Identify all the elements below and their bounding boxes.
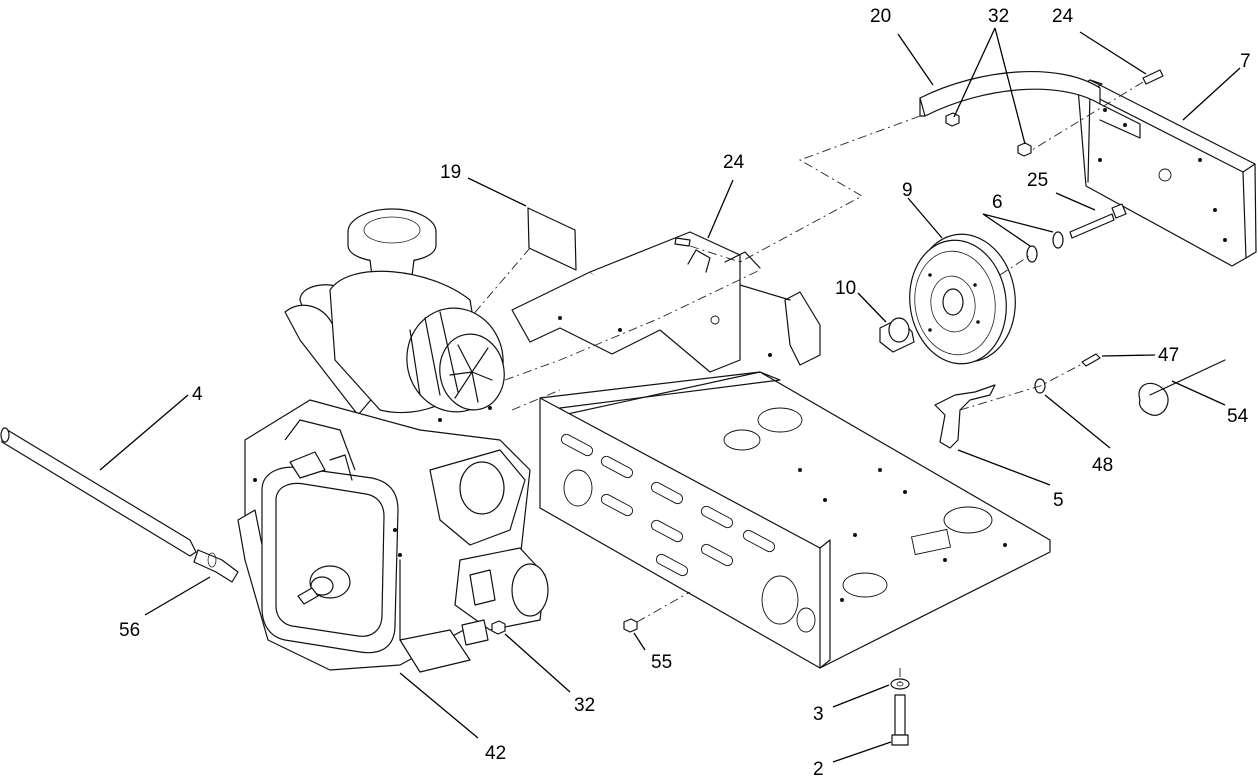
callout-7: 7 bbox=[1240, 51, 1251, 72]
callout-55: 55 bbox=[651, 652, 672, 673]
centerline-pulley bbox=[999, 253, 1033, 276]
nut-32-left bbox=[945, 112, 960, 127]
decal-19 bbox=[527, 207, 577, 271]
bolt-47 bbox=[1081, 353, 1101, 367]
callout-56: 56 bbox=[119, 620, 140, 641]
callout-3: 3 bbox=[813, 704, 824, 725]
callout-32-bot: 32 bbox=[574, 695, 595, 716]
centerline-idler bbox=[959, 363, 1083, 411]
callout-2: 2 bbox=[813, 759, 824, 780]
callout-5: 5 bbox=[1053, 490, 1064, 511]
callout-labels: 20 32 24 7 19 24 9 25 6 10 47 54 48 5 4 … bbox=[119, 6, 1251, 780]
dipstick-tube-4 bbox=[0, 427, 197, 557]
callout-32-top: 32 bbox=[988, 6, 1009, 27]
washers-6 bbox=[1026, 231, 1064, 263]
callout-42: 42 bbox=[485, 743, 506, 764]
frame-upper-bracket bbox=[511, 231, 821, 373]
fitting-56 bbox=[193, 549, 239, 583]
engine-42 bbox=[237, 208, 549, 673]
nut-32-right bbox=[1017, 142, 1032, 157]
bolt-25 bbox=[1069, 203, 1127, 239]
callout-24-top: 24 bbox=[1052, 6, 1074, 27]
centerline-nut55 bbox=[636, 591, 691, 623]
callout-48: 48 bbox=[1092, 455, 1113, 476]
callout-9: 9 bbox=[902, 180, 913, 201]
nut-32-engine bbox=[491, 620, 506, 635]
nut-55 bbox=[623, 618, 638, 633]
spacer-10 bbox=[879, 317, 915, 353]
belt-guard-bracket bbox=[919, 70, 1257, 267]
callout-25: 25 bbox=[1027, 170, 1048, 191]
centerline-guard bbox=[739, 115, 921, 263]
leader-lines bbox=[99, 27, 1241, 763]
washer-3 bbox=[890, 678, 910, 690]
frame-chassis bbox=[539, 371, 1051, 669]
pulley-9 bbox=[909, 233, 1016, 365]
callout-20: 20 bbox=[870, 6, 891, 27]
callout-47: 47 bbox=[1158, 345, 1179, 366]
callout-6: 6 bbox=[992, 192, 1003, 213]
bolt-24-top bbox=[1142, 69, 1164, 85]
callout-54: 54 bbox=[1227, 406, 1249, 427]
idler-arm-5 bbox=[934, 384, 996, 449]
centerline-bolt24-mid bbox=[689, 245, 741, 263]
callout-10: 10 bbox=[835, 278, 856, 299]
callout-4: 4 bbox=[192, 384, 203, 405]
clip-54 bbox=[1138, 359, 1226, 416]
callout-24-mid: 24 bbox=[723, 152, 745, 173]
bolt-24-mid bbox=[674, 237, 691, 247]
bolt-2 bbox=[891, 694, 909, 746]
centerline-engine-frame bbox=[504, 269, 761, 411]
centerline-bolt24 bbox=[1031, 81, 1144, 151]
callout-19: 19 bbox=[440, 162, 461, 183]
